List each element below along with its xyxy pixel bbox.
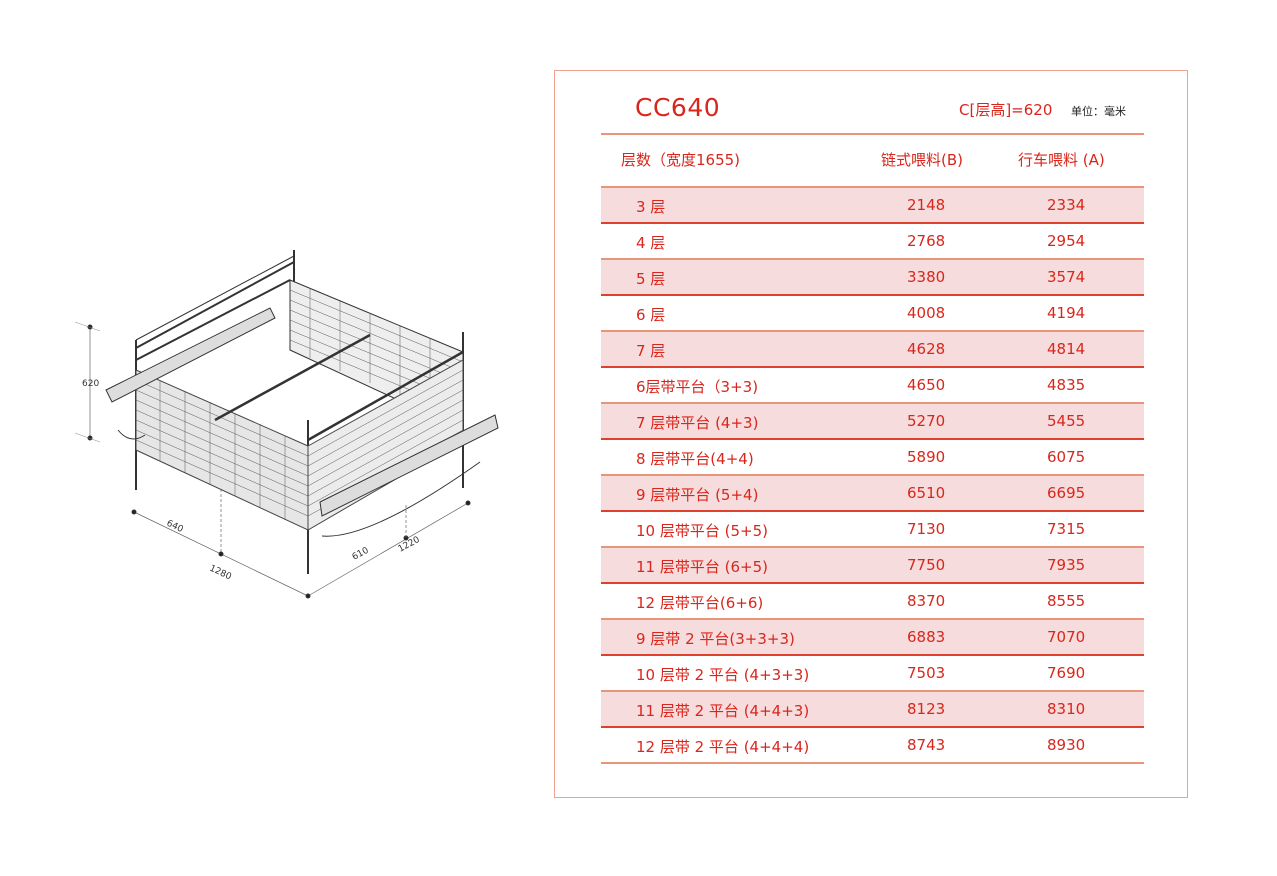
table-row: 10 层带平台 (5+5) 7130 7315 — [601, 512, 1144, 548]
table-row: 7 层带平台 (4+3) 5270 5455 — [601, 404, 1144, 440]
row-trolley-feeding: 3574 — [1047, 268, 1086, 286]
row-chain-feeding: 4628 — [907, 340, 946, 358]
row-trolley-feeding: 8555 — [1047, 592, 1086, 610]
height-dim-label: 620 — [82, 379, 99, 389]
row-layers: 9 层带 2 平台(3+3+3) — [636, 630, 795, 648]
table-row: 12 层带 2 平台 (4+4+4) 8743 8930 — [601, 728, 1144, 764]
length-dim-label: 1280 — [208, 564, 233, 583]
table-header: 层数（宽度1655) 链式喂料(B) 行车喂料 (A) — [601, 133, 1144, 188]
row-layers: 4 层 — [636, 234, 666, 252]
row-trolley-feeding: 7070 — [1047, 628, 1086, 646]
table-row: 11 层带 2 平台 (4+4+3) 8123 8310 — [601, 692, 1144, 728]
row-trolley-feeding: 6075 — [1047, 448, 1086, 466]
table-row: 11 层带平台 (6+5) 7750 7935 — [601, 548, 1144, 584]
table-row: 9 层带 2 平台(3+3+3) 6883 7070 — [601, 620, 1144, 656]
table-row: 9 层带平台 (5+4) 6510 6695 — [601, 476, 1144, 512]
row-chain-feeding: 4008 — [907, 304, 946, 322]
row-chain-feeding: 6883 — [907, 628, 946, 646]
row-trolley-feeding: 7315 — [1047, 520, 1086, 538]
table-row: 6层带平台（3+3) 4650 4835 — [601, 368, 1144, 404]
row-layers: 11 层带平台 (6+5) — [636, 558, 768, 576]
width-dim-label: 1220 — [397, 535, 422, 555]
row-layers: 11 层带 2 平台 (4+4+3) — [636, 702, 810, 720]
row-layers: 9 层带平台 (5+4) — [636, 486, 759, 504]
row-chain-feeding: 2768 — [907, 232, 946, 250]
layer-height-label: C[层高]=620 — [959, 101, 1053, 119]
row-chain-feeding: 8370 — [907, 592, 946, 610]
row-trolley-feeding: 4814 — [1047, 340, 1086, 358]
row-chain-feeding: 5270 — [907, 412, 946, 430]
row-chain-feeding: 2148 — [907, 196, 946, 214]
row-layers: 8 层带平台(4+4) — [636, 450, 754, 468]
row-chain-feeding: 7130 — [907, 520, 946, 538]
spec-card: CC640 C[层高]=620 单位：毫米 层数（宽度1655) 链式喂料(B)… — [554, 70, 1188, 798]
row-trolley-feeding: 5455 — [1047, 412, 1086, 430]
row-layers: 10 层带 2 平台 (4+3+3) — [636, 666, 810, 684]
row-layers: 3 层 — [636, 198, 666, 216]
row-layers: 7 层带平台 (4+3) — [636, 414, 759, 432]
cage-diagram: 620 640 1280 610 1220 — [74, 250, 499, 599]
table-row: 8 层带平台(4+4) 5890 6075 — [601, 440, 1144, 476]
row-layers: 5 层 — [636, 270, 666, 288]
half-width-dim-label: 610 — [351, 546, 371, 563]
row-chain-feeding: 7503 — [907, 664, 946, 682]
row-trolley-feeding: 8930 — [1047, 736, 1086, 754]
row-chain-feeding: 8743 — [907, 736, 946, 754]
row-layers: 12 层带 2 平台 (4+4+4) — [636, 738, 810, 756]
row-trolley-feeding: 2334 — [1047, 196, 1086, 214]
table-row: 7 层 4628 4814 — [601, 332, 1144, 368]
row-trolley-feeding: 7690 — [1047, 664, 1086, 682]
row-chain-feeding: 7750 — [907, 556, 946, 574]
row-chain-feeding: 6510 — [907, 484, 946, 502]
table-row: 10 层带 2 平台 (4+3+3) 7503 7690 — [601, 656, 1144, 692]
row-chain-feeding: 5890 — [907, 448, 946, 466]
table-row: 3 层 2148 2334 — [601, 188, 1144, 224]
row-layers: 6 层 — [636, 306, 666, 324]
row-layers: 12 层带平台(6+6) — [636, 594, 764, 612]
row-trolley-feeding: 4194 — [1047, 304, 1086, 322]
row-trolley-feeding: 2954 — [1047, 232, 1086, 250]
header-chain-feeding: 链式喂料(B) — [881, 151, 963, 169]
spec-table: 层数（宽度1655) 链式喂料(B) 行车喂料 (A) 3 层 2148 2334 4… — [601, 133, 1144, 764]
row-trolley-feeding: 7935 — [1047, 556, 1086, 574]
table-row: 12 层带平台(6+6) 8370 8555 — [601, 584, 1144, 620]
model-title: CC640 — [635, 93, 721, 122]
half-length-dim-label: 640 — [165, 519, 185, 535]
row-chain-feeding: 3380 — [907, 268, 946, 286]
table-row: 6 层 4008 4194 — [601, 296, 1144, 332]
row-chain-feeding: 8123 — [907, 700, 946, 718]
row-trolley-feeding: 8310 — [1047, 700, 1086, 718]
row-trolley-feeding: 6695 — [1047, 484, 1086, 502]
row-layers: 6层带平台（3+3) — [636, 378, 759, 396]
row-layers: 7 层 — [636, 342, 666, 360]
row-trolley-feeding: 4835 — [1047, 376, 1086, 394]
row-chain-feeding: 4650 — [907, 376, 946, 394]
header-trolley-feeding: 行车喂料 (A) — [1018, 151, 1105, 169]
row-layers: 10 层带平台 (5+5) — [636, 522, 768, 540]
table-row: 5 层 3380 3574 — [601, 260, 1144, 296]
unit-label: 单位：毫米 — [1071, 105, 1126, 118]
header-layers: 层数（宽度1655) — [621, 151, 741, 169]
table-row: 4 层 2768 2954 — [601, 224, 1144, 260]
